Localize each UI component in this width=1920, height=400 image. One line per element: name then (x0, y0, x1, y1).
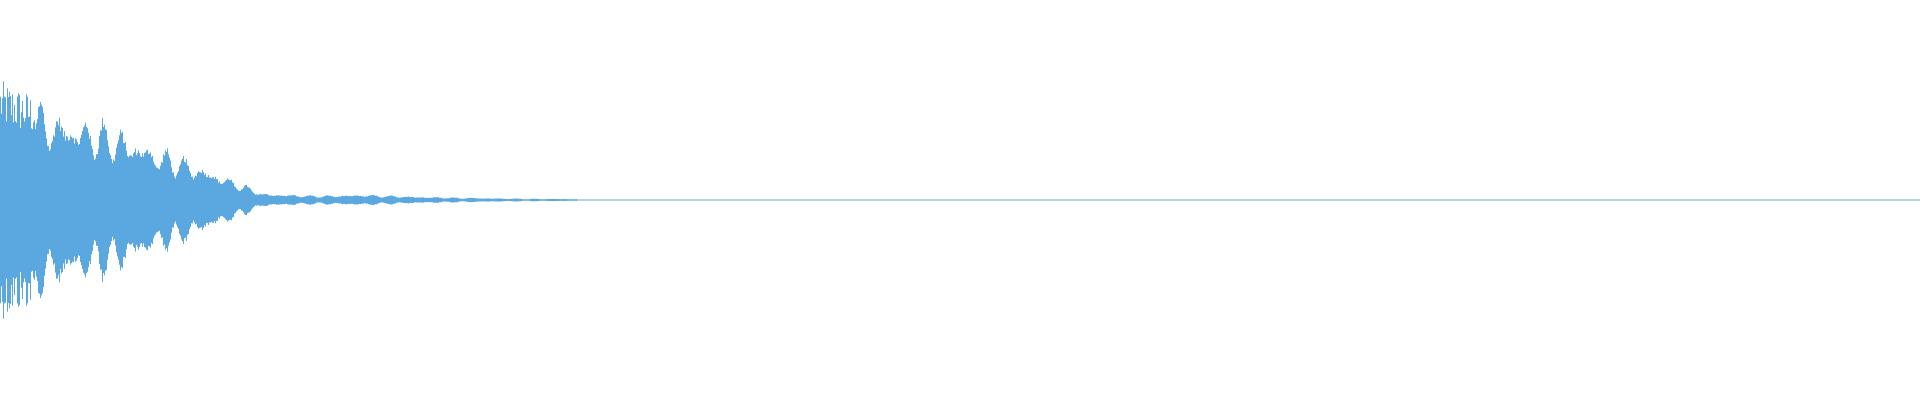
waveform-bars (0, 81, 1920, 319)
